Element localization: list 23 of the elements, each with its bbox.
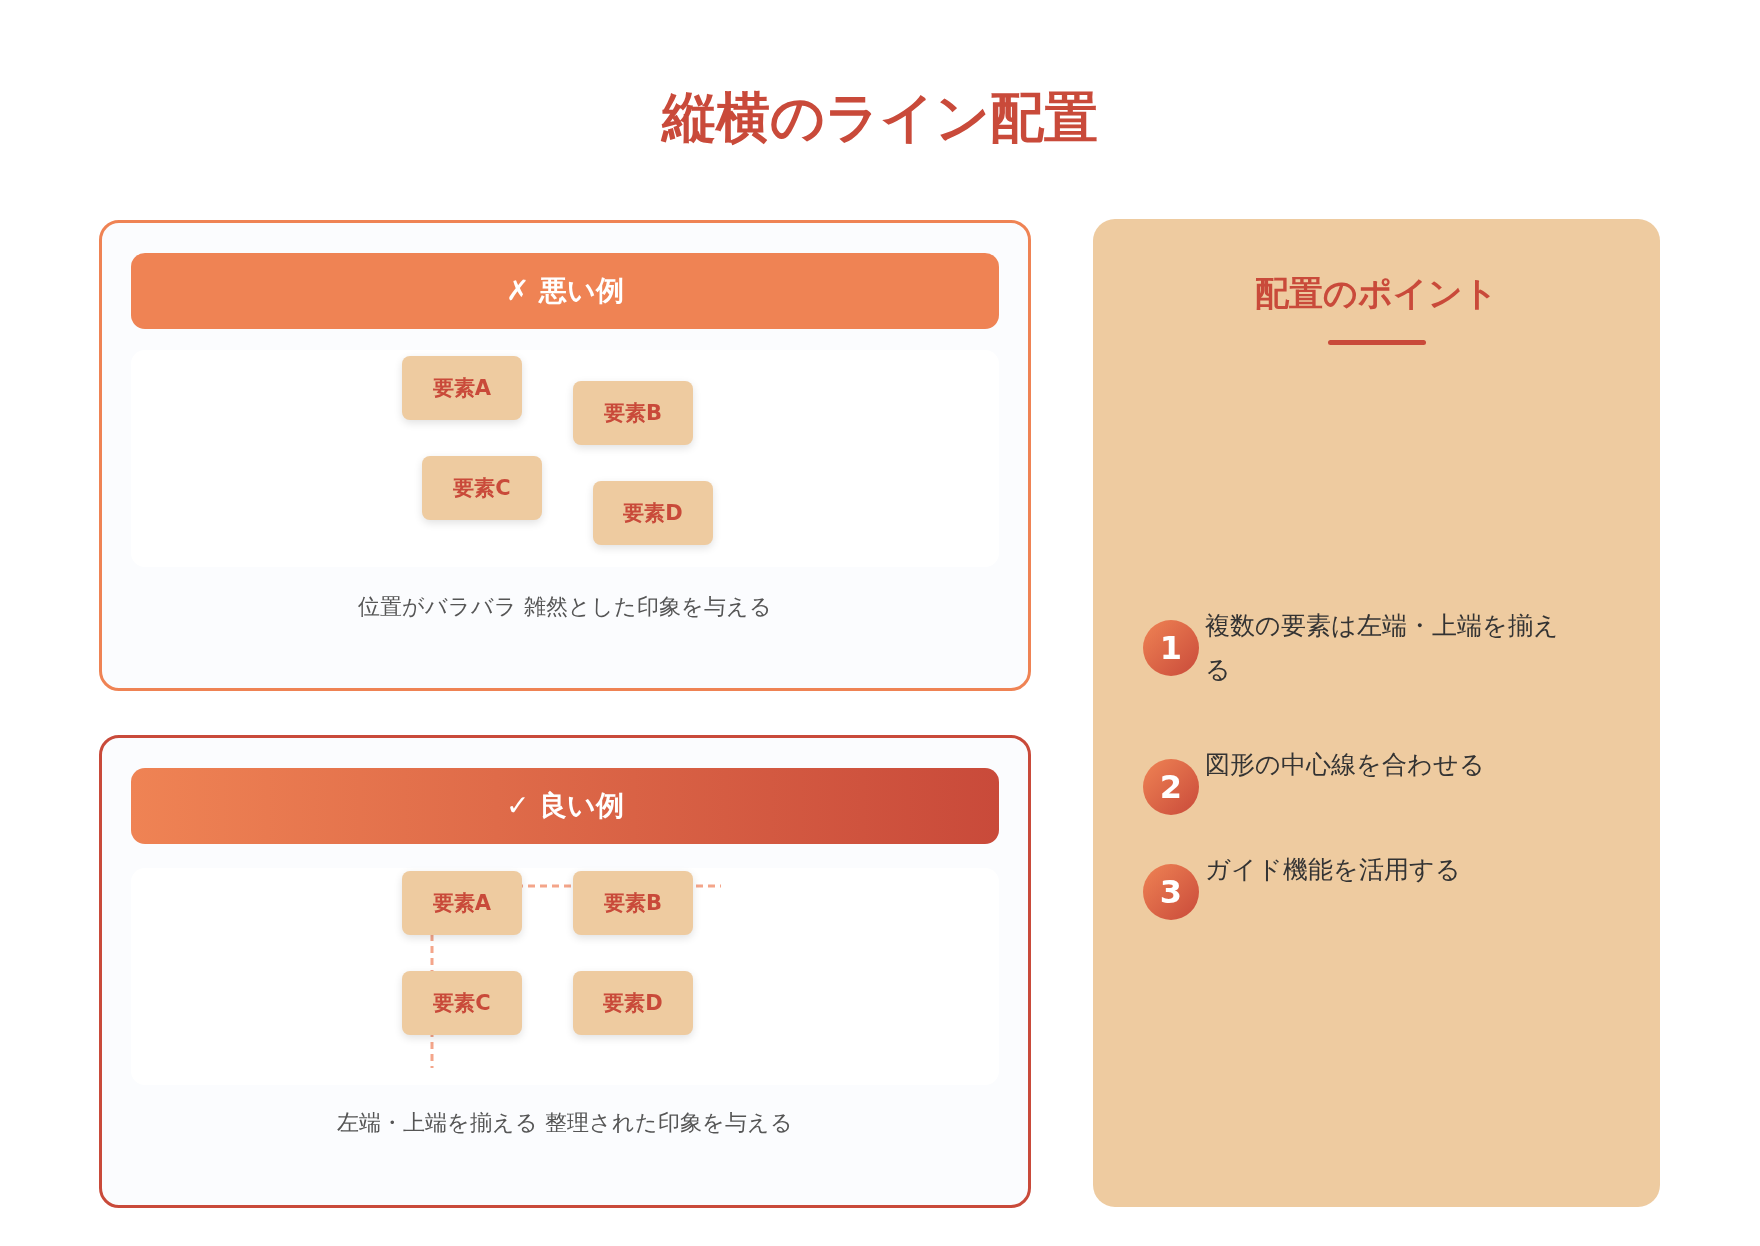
point-text: 図形の中心線を合わせる (1205, 749, 1486, 781)
caption-text: 左端・上端を揃える 整理された印象を与える (336, 1109, 794, 1137)
element-box: 要素D (573, 971, 693, 1035)
element-box: 要素B (573, 381, 693, 445)
element-box: 要素D (593, 481, 713, 545)
element-box: 要素B (573, 871, 693, 935)
number-badge: 2 (1143, 759, 1199, 815)
point-text: ガイド機能を活用する (1205, 854, 1462, 886)
element-box: 要素A (402, 356, 522, 420)
number-badge: 3 (1143, 864, 1199, 920)
element-box: 要素C (422, 456, 542, 520)
header-bar: ✗ 悪い例 (131, 253, 999, 329)
header-bar: ✓ 良い例 (131, 768, 999, 844)
point-text: 複数の要素は左端・上端を揃える (1205, 610, 1560, 686)
element-box: 要素C (402, 971, 522, 1035)
panel-heading: 配置のポイント (1254, 272, 1499, 315)
example-panel (99, 220, 1031, 691)
element-box: 要素A (402, 871, 522, 935)
title: 縦横のライン配置 (660, 85, 1099, 151)
caption-text: 位置がバラバラ 雑然とした印象を与える (357, 593, 773, 621)
number-badge: 1 (1143, 620, 1199, 676)
tips-panel (1093, 219, 1660, 1207)
example-panel (99, 735, 1031, 1208)
